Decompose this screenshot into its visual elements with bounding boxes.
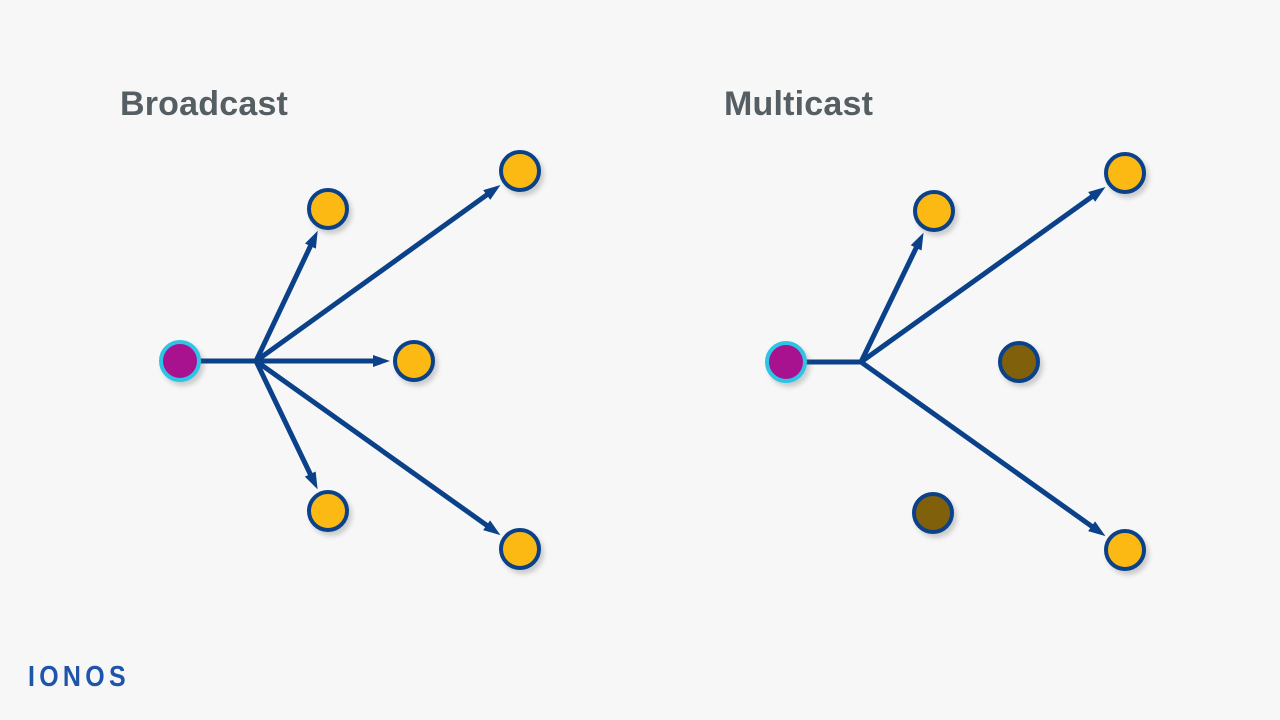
edge-hub-to-middle-right-arrowhead [373,355,390,367]
broadcast-receiver-node-middle-right [393,340,435,382]
broadcast-receiver-node-bottom-left [307,490,349,532]
multicast-receiver-node-top-right [1104,152,1146,194]
edge-hub-to-top-right [859,190,1100,365]
edge-hub-to-bottom-right [254,358,495,532]
edge-hub-to-top-right-arrowhead [483,185,501,200]
edge-hub-to-bottom-left [253,359,316,483]
edge-hub-to-top-right [254,188,495,364]
edge-hub-to-bottom-right-arrowhead [483,520,501,536]
broadcast-receiver-node-top-right [499,150,541,192]
panel-title-multicast: Multicast [724,85,874,123]
multicast-receiver-node-bottom-right [1104,529,1146,571]
panel-title-broadcast: Broadcast [120,85,289,123]
edge-hub-to-top-left-arrowhead [910,232,924,251]
multicast-inactive-node-bottom-left [912,492,954,534]
multicast-receiver-node-top-left [913,190,955,232]
broadcast-receiver-node-bottom-right [499,528,541,570]
multicast-inactive-node-middle-right [998,341,1040,383]
edge-hub-to-bottom-right-arrowhead [1088,521,1106,537]
broadcast-receiver-node-top-left [307,188,349,230]
edge-hub-to-top-right-arrowhead [1088,186,1106,202]
ionos-logo: IONOS [28,661,130,693]
broadcast-source-node [159,340,201,382]
edge-hub-to-top-left-arrowhead [305,230,318,249]
multicast-source-node [765,341,807,383]
edge-hub-to-top-left [253,237,317,363]
edge-hub-to-top-left [858,239,922,364]
edge-hub-to-bottom-right [859,359,1100,533]
edge-hub-to-bottom-left-arrowhead [304,471,318,490]
